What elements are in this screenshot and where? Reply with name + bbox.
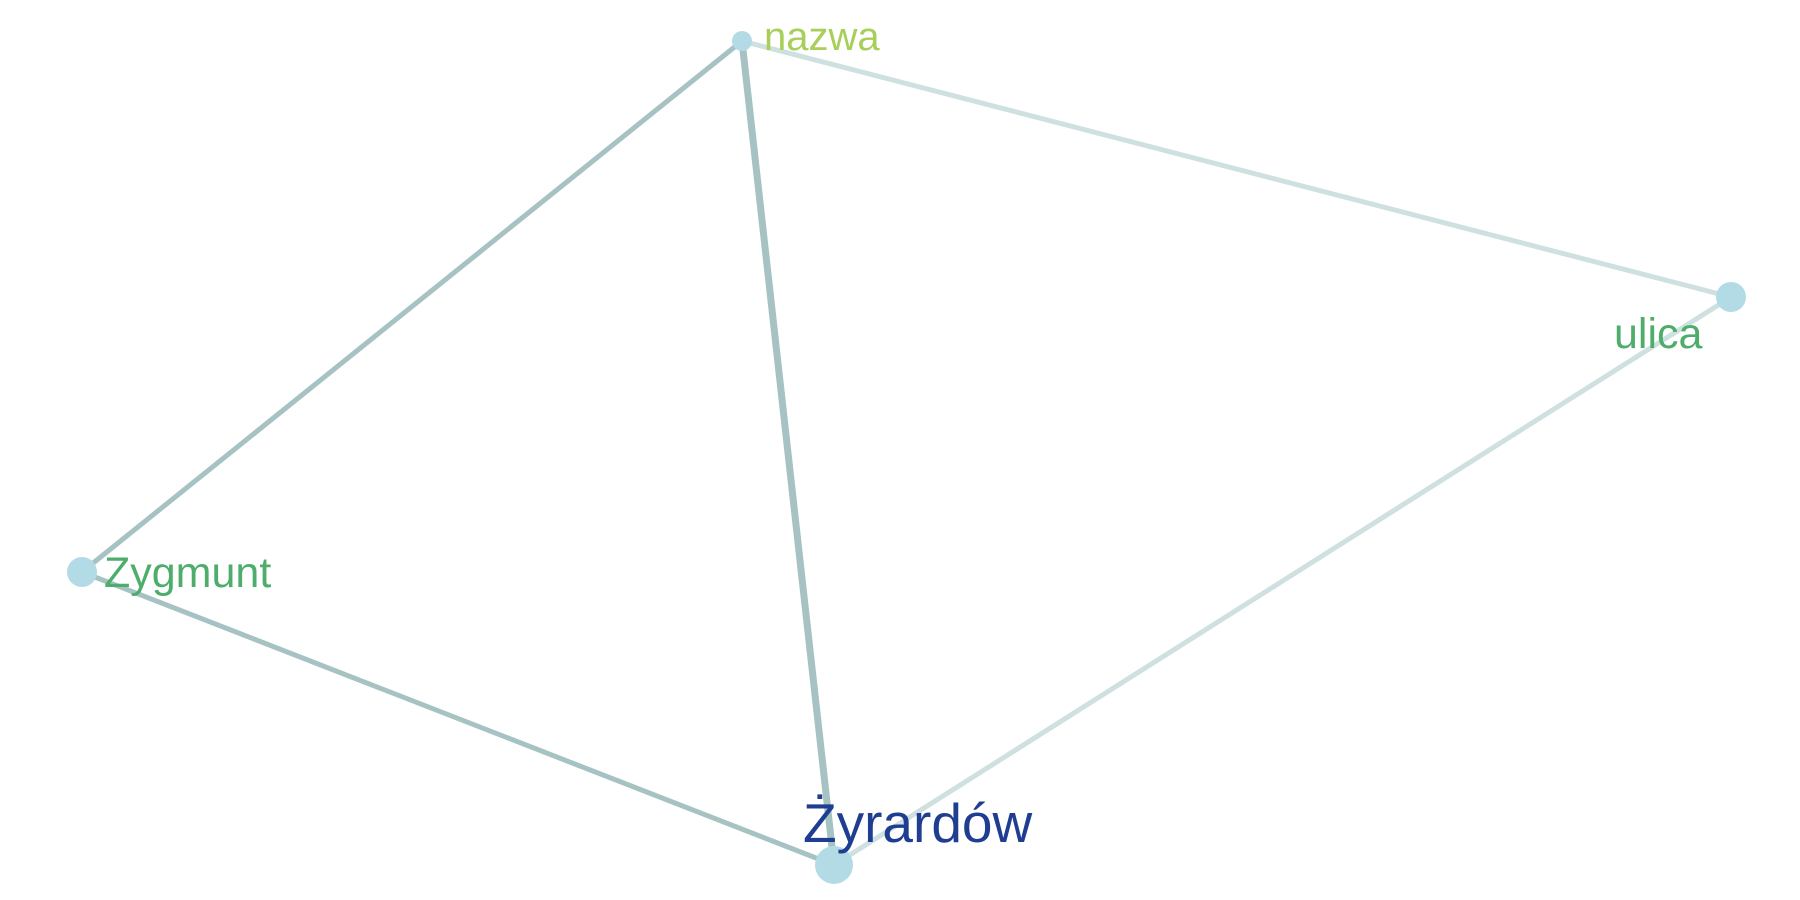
nodes-layer: [67, 31, 1746, 884]
edge-zygmunt-zyrardow: [79, 569, 837, 868]
node-label-zygmunt: Zygmunt: [104, 549, 271, 597]
node-zyrardow[interactable]: [815, 846, 853, 884]
edge-nazwa-zyrardow: [738, 37, 838, 869]
node-nazwa[interactable]: [732, 31, 752, 51]
edges-layer: [79, 37, 1734, 869]
edge-nazwa-zygmunt: [79, 38, 745, 575]
node-ulica[interactable]: [1716, 282, 1746, 312]
edge-nazwa-ulica: [739, 38, 1734, 300]
node-label-zyrardow: Żyrardów: [803, 792, 1032, 854]
node-label-nazwa: nazwa: [764, 15, 880, 59]
node-zygmunt[interactable]: [67, 557, 97, 587]
edge-ulica-zyrardow: [831, 294, 1734, 868]
node-label-ulica: ulica: [1614, 310, 1703, 358]
labels-layer: nazwa ulica Zygmunt Żyrardów: [104, 15, 1703, 854]
